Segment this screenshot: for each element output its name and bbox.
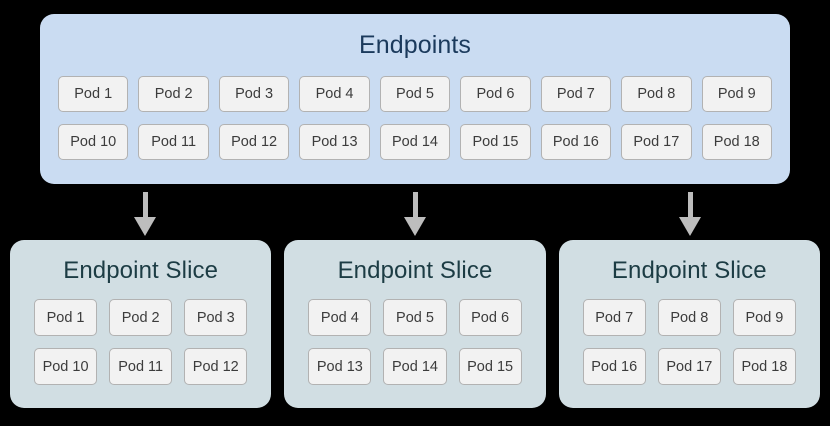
pod-chip: Pod 5	[379, 76, 451, 112]
arrow-shaft	[143, 192, 148, 219]
endpoint-slice-panel-2: Endpoint Slice Pod 4 Pod 5 Pod 6 Pod 13 …	[284, 240, 546, 408]
down-arrow-icon	[679, 192, 701, 236]
endpoint-slices-row: Endpoint Slice Pod 1 Pod 2 Pod 3 Pod 10 …	[10, 240, 820, 408]
endpoints-pod-grid: Pod 1 Pod 2 Pod 3 Pod 4 Pod 5 Pod 6 Pod …	[58, 76, 772, 160]
endpoint-slice-title: Endpoint Slice	[611, 257, 767, 284]
pod-chip: Pod 10	[34, 348, 98, 385]
pod-chip: Pod 8	[657, 299, 721, 336]
pod-chip: Pod 14	[379, 124, 451, 160]
pod-chip: Pod 6	[458, 299, 522, 336]
endpoint-slice-pod-grid: Pod 7 Pod 8 Pod 9 Pod 16 Pod 17 Pod 18	[582, 299, 796, 385]
pod-chip: Pod 14	[383, 348, 447, 385]
pod-chip: Pod 9	[701, 76, 772, 112]
arrow-head	[134, 217, 156, 236]
pod-chip: Pod 12	[184, 348, 248, 385]
pod-chip: Pod 1	[58, 76, 129, 112]
pod-chip: Pod 17	[621, 124, 692, 160]
pod-chip: Pod 7	[582, 299, 646, 336]
pod-chip: Pod 17	[657, 348, 721, 385]
arrow-shaft	[688, 192, 693, 219]
endpoints-title: Endpoints	[358, 31, 472, 59]
pod-chip: Pod 1	[34, 299, 98, 336]
pod-chip: Pod 11	[138, 124, 209, 160]
pod-chip: Pod 11	[109, 348, 173, 385]
endpoint-slice-pod-grid: Pod 1 Pod 2 Pod 3 Pod 10 Pod 11 Pod 12	[34, 299, 248, 385]
pod-chip: Pod 4	[299, 76, 370, 112]
pod-chip: Pod 15	[460, 124, 531, 160]
pod-chip: Pod 12	[218, 124, 290, 160]
pod-chip: Pod 16	[540, 124, 612, 160]
pod-chip: Pod 2	[109, 299, 173, 336]
arrow-shaft	[413, 192, 418, 219]
down-arrow-icon	[404, 192, 426, 236]
endpoints-panel: Endpoints Pod 1 Pod 2 Pod 3 Pod 4 Pod 5 …	[40, 14, 790, 184]
arrow-head	[404, 217, 426, 236]
down-arrow-icon	[134, 192, 156, 236]
endpoint-slice-panel-1: Endpoint Slice Pod 1 Pod 2 Pod 3 Pod 10 …	[10, 240, 272, 408]
arrow-head	[679, 217, 701, 236]
pod-chip: Pod 16	[582, 348, 646, 385]
endpoint-slice-title: Endpoint Slice	[337, 257, 493, 284]
pod-chip: Pod 18	[732, 348, 796, 385]
pod-chip: Pod 6	[460, 76, 531, 112]
pod-chip: Pod 18	[701, 124, 772, 160]
pod-chip: Pod 2	[138, 76, 209, 112]
pod-chip: Pod 4	[308, 299, 372, 336]
pod-chip: Pod 13	[299, 124, 370, 160]
endpoint-slice-pod-grid: Pod 4 Pod 5 Pod 6 Pod 13 Pod 14 Pod 15	[308, 299, 522, 385]
pod-chip: Pod 10	[58, 124, 129, 160]
pod-chip: Pod 8	[621, 76, 692, 112]
endpoint-slice-panel-3: Endpoint Slice Pod 7 Pod 8 Pod 9 Pod 16 …	[558, 240, 820, 408]
pod-chip: Pod 7	[540, 76, 612, 112]
pod-chip: Pod 3	[184, 299, 248, 336]
pod-chip: Pod 15	[458, 348, 522, 385]
pod-chip: Pod 13	[308, 348, 372, 385]
pod-chip: Pod 9	[732, 299, 796, 336]
endpoint-slice-title: Endpoint Slice	[63, 257, 219, 284]
pod-chip: Pod 3	[218, 76, 290, 112]
pod-chip: Pod 5	[383, 299, 447, 336]
